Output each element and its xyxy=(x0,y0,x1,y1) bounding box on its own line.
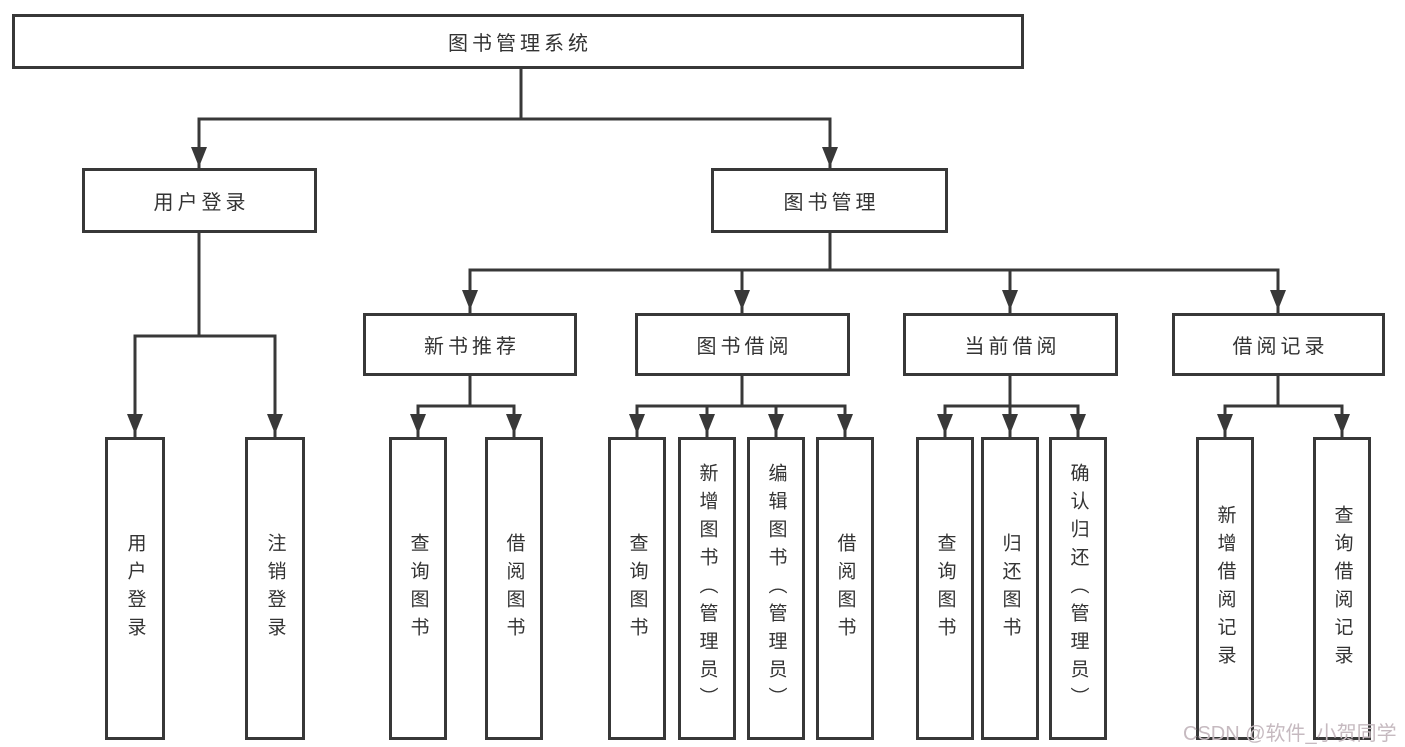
connector-bookborrow-to-leaves xyxy=(635,376,847,437)
node-new-book-recommend: 新书推荐 xyxy=(363,313,577,376)
leaf-return-book: 归还图书 xyxy=(981,437,1039,740)
node-label: 查询图书 xyxy=(934,532,956,645)
node-book-borrow: 图书借阅 xyxy=(635,313,850,376)
node-label: 用户登录 xyxy=(153,192,250,214)
node-label: 图书管理系统 xyxy=(448,33,592,55)
node-label: 当前借阅 xyxy=(964,336,1061,358)
leaf-query-borrow-record: 查询借阅记录 xyxy=(1313,437,1371,740)
node-label: 新增图书（管理员） xyxy=(696,462,718,715)
node-book-management: 图书管理 xyxy=(711,168,948,233)
node-label: 归还图书 xyxy=(999,532,1021,645)
leaf-query-book-recommend: 查询图书 xyxy=(389,437,447,740)
node-label: 查询借阅记录 xyxy=(1331,504,1353,673)
leaf-edit-book-admin: 编辑图书（管理员） xyxy=(747,437,805,740)
node-label: 确认归还（管理员） xyxy=(1067,462,1089,715)
connector-newbook-to-leaves xyxy=(416,376,516,437)
node-label: 新书推荐 xyxy=(424,336,520,358)
node-label: 查询图书 xyxy=(626,532,648,645)
node-library-system: 图书管理系统 xyxy=(12,14,1024,69)
node-label: 图书管理 xyxy=(783,192,880,214)
node-label: 图书借阅 xyxy=(696,336,793,358)
connector-bookmgmt-to-level3 xyxy=(468,233,1280,313)
leaf-add-book-admin: 新增图书（管理员） xyxy=(678,437,736,740)
node-label: 借阅记录 xyxy=(1232,336,1329,358)
node-current-borrow: 当前借阅 xyxy=(903,313,1118,376)
leaf-confirm-return-admin: 确认归还（管理员） xyxy=(1049,437,1107,740)
leaf-query-book-current: 查询图书 xyxy=(916,437,974,740)
connector-borrowrecord-to-leaves xyxy=(1223,376,1344,437)
leaf-add-borrow-record: 新增借阅记录 xyxy=(1196,437,1254,740)
node-label: 注销登录 xyxy=(264,532,286,645)
node-user-login: 用户登录 xyxy=(82,168,317,233)
node-borrow-records: 借阅记录 xyxy=(1172,313,1385,376)
leaf-borrow-book-recommend: 借阅图书 xyxy=(485,437,543,740)
leaf-query-book-borrow: 查询图书 xyxy=(608,437,666,740)
leaf-user-login: 用户登录 xyxy=(105,437,165,740)
node-label: 用户登录 xyxy=(124,532,146,645)
leaf-logout: 注销登录 xyxy=(245,437,305,740)
connector-userlogin-to-leaves xyxy=(133,233,277,437)
node-label: 编辑图书（管理员） xyxy=(765,462,787,715)
node-label: 借阅图书 xyxy=(834,532,856,645)
arrowheads xyxy=(127,147,1350,434)
node-label: 查询图书 xyxy=(407,532,429,645)
node-label: 新增借阅记录 xyxy=(1214,504,1236,673)
connector-root-to-level2 xyxy=(197,69,832,168)
csdn-watermark: CSDN @软件_小贺同学 xyxy=(1183,723,1397,745)
leaf-borrow-book: 借阅图书 xyxy=(816,437,874,740)
node-label: 借阅图书 xyxy=(503,532,525,645)
